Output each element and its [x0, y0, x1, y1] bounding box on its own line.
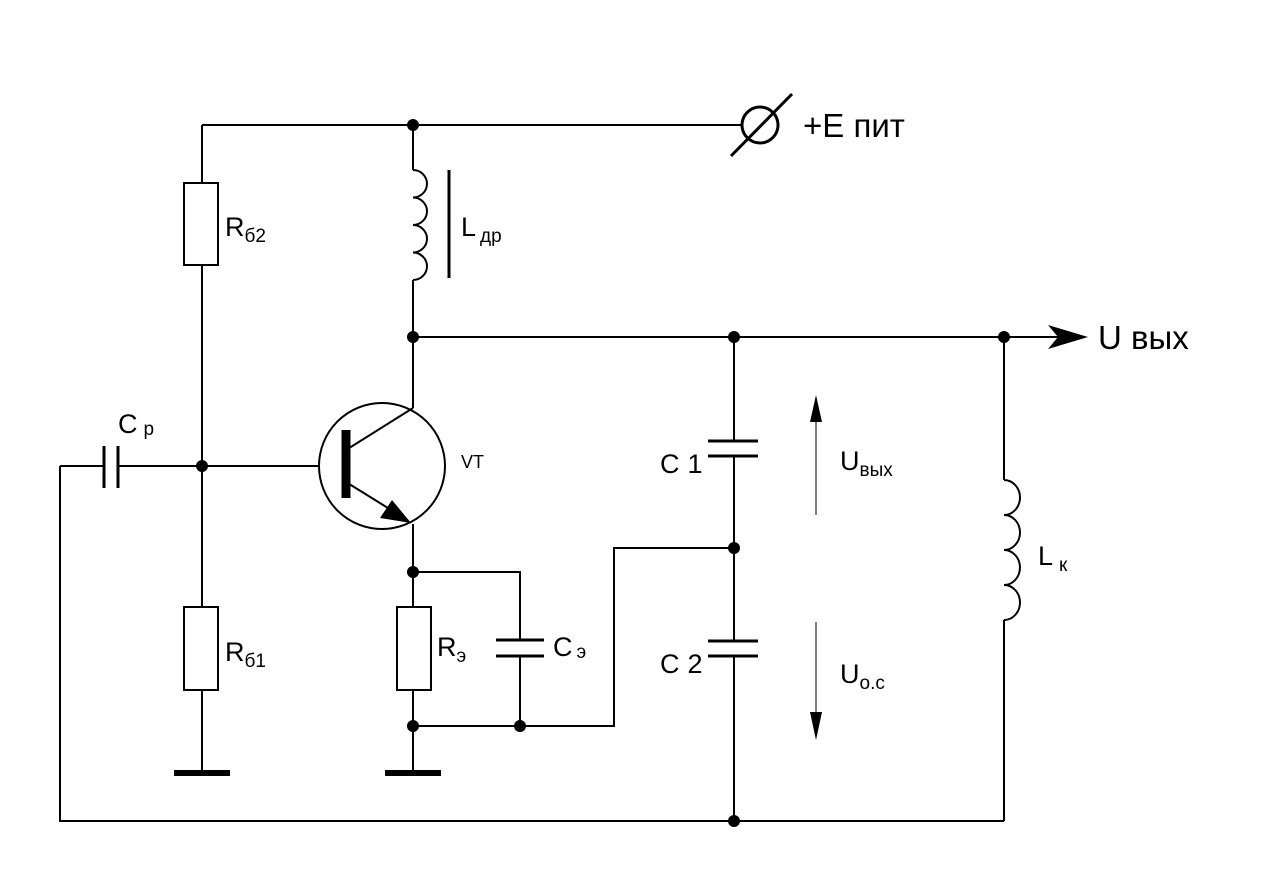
- junction-dot: [407, 566, 419, 578]
- u-out-arrow-icon: [810, 395, 822, 515]
- resistor-rb1: [183, 606, 219, 691]
- capacitor-c1: [708, 439, 758, 458]
- junction-dot: [728, 815, 740, 827]
- transistor-label: VT: [461, 452, 484, 472]
- inductor-lk: [1003, 479, 1021, 621]
- junction-dot: [998, 331, 1010, 343]
- junction-dot: [407, 331, 419, 343]
- inductor-ldr: [412, 169, 451, 281]
- supply-label: +E пит: [803, 107, 905, 144]
- emitter-feedback-wire: [413, 547, 734, 727]
- output-arrow-icon: [1004, 325, 1088, 349]
- resistor-re: [396, 606, 432, 691]
- rb1-label: Rб1: [225, 637, 266, 672]
- supply-terminal-icon: [729, 92, 794, 158]
- emitter-arrow-icon: [380, 500, 411, 523]
- ce-top-wire: [413, 571, 521, 640]
- junction-dot: [196, 460, 208, 472]
- junction-dot: [407, 720, 419, 732]
- junctions: [196, 119, 1010, 827]
- u-fb-label: Uо.с: [840, 659, 885, 694]
- re-label: Rэ: [437, 632, 466, 667]
- bottom-rail-wire: [59, 466, 1004, 822]
- rb2-label: Rб2: [225, 212, 266, 247]
- capacitor-ce: [496, 638, 544, 658]
- transistor-body: [318, 402, 446, 530]
- capacitor-cp: [102, 446, 120, 488]
- transistor-vt: [318, 402, 446, 530]
- junction-dot: [407, 119, 419, 131]
- capacitor-c2: [708, 639, 758, 658]
- u-fb-arrow-icon: [810, 622, 822, 740]
- junction-dot: [514, 720, 526, 732]
- junction-dot: [728, 542, 740, 554]
- junction-dot: [728, 331, 740, 343]
- output-label: U вых: [1098, 319, 1189, 356]
- resistor-rb2: [183, 182, 219, 266]
- transistor-collector: [345, 407, 414, 451]
- u-out-label: Uвых: [840, 446, 893, 481]
